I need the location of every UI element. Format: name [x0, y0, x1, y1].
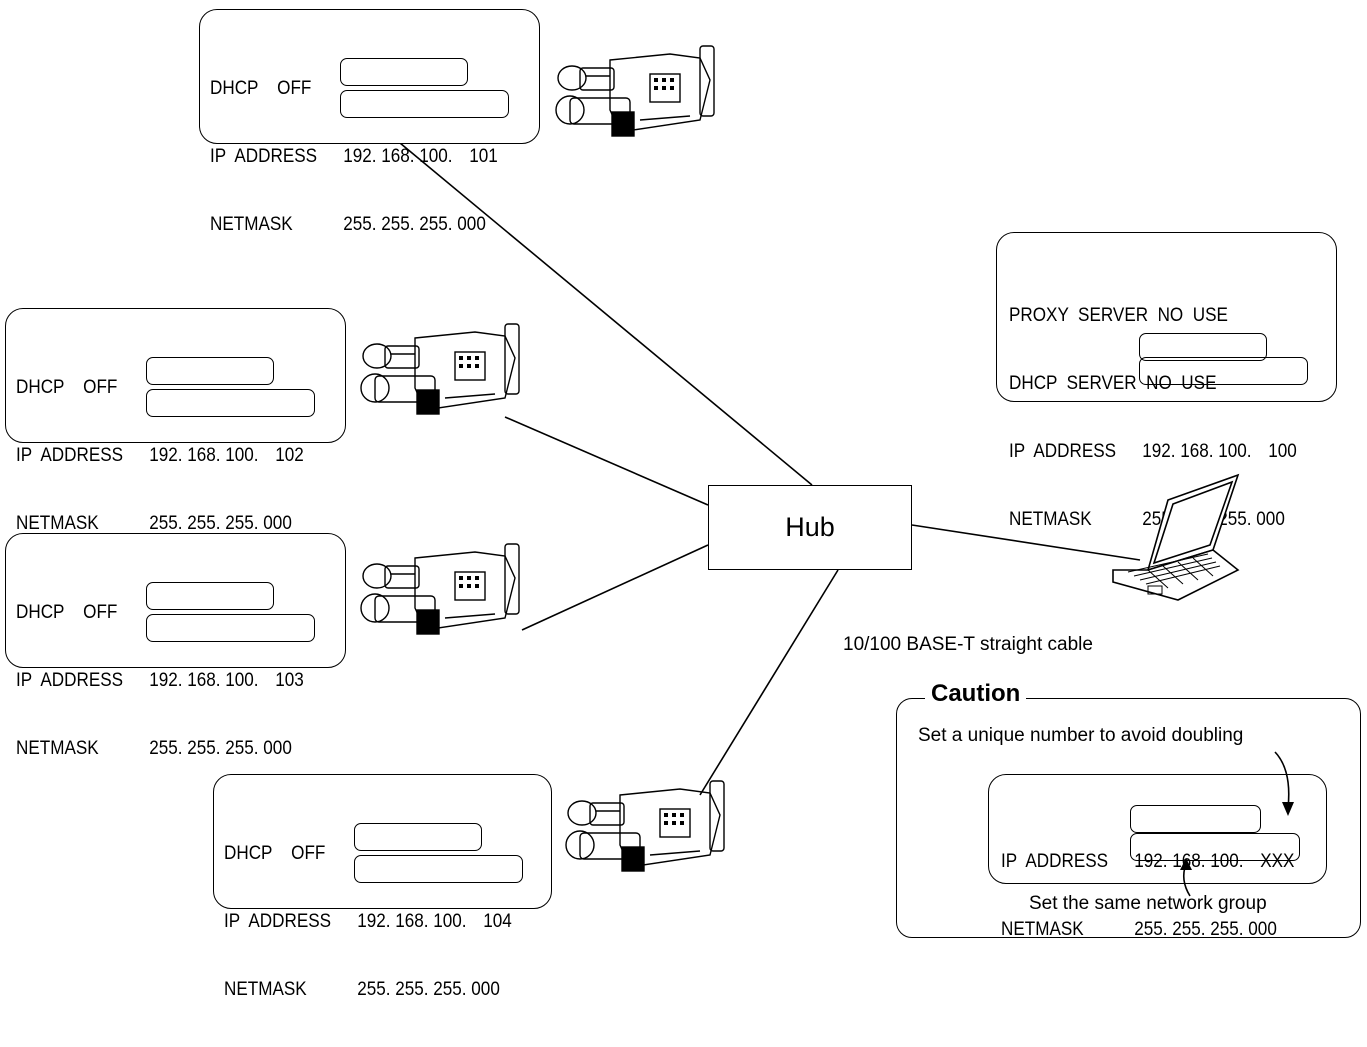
dhcp-server-setting: DHCP SERVER NO USE	[1009, 373, 1217, 394]
camcorder-icon	[555, 45, 715, 137]
arrow-head	[1180, 858, 1192, 870]
camcorder-icon	[360, 323, 520, 415]
cable-camera-101	[399, 142, 813, 486]
cable-camera-102	[504, 416, 709, 506]
ip-suffix: XXX	[1260, 851, 1295, 872]
ip-address-label: IP ADDRESS	[16, 670, 124, 691]
netmask-value: 255. 255. 255. 000	[343, 214, 486, 235]
camera-103-settings-box: DHCP OFF IP ADDRESS 192. 168. 100. 103 N…	[5, 533, 346, 759]
ip-suffix: 100	[1268, 441, 1297, 462]
netmask-label: NETMASK	[16, 513, 99, 534]
network-group-note: Set the same network group	[1029, 893, 1267, 914]
netmask-label: NETMASK	[210, 214, 293, 235]
ip-prefix-frame	[1139, 333, 1267, 361]
netmask-value: 255. 255. 255. 000	[357, 979, 500, 1000]
ip-prefix: 192. 168. 100.	[149, 670, 259, 691]
ip-address-label: IP ADDRESS	[1001, 851, 1109, 872]
ip-address-label: IP ADDRESS	[16, 445, 124, 466]
ip-prefix: 192. 168. 100.	[1142, 441, 1252, 462]
dhcp-setting: DHCP OFF	[16, 602, 118, 623]
unique-number-note: Set a unique number to avoid doubling	[918, 725, 1244, 746]
ip-suffix: 104	[483, 911, 512, 932]
ip-prefix: 192. 168. 100.	[357, 911, 467, 932]
cable-label: 10/100 BASE-T straight cable	[843, 634, 1093, 655]
dhcp-setting: DHCP OFF	[210, 78, 312, 99]
camcorder-icon	[565, 780, 725, 872]
netmask-frame	[354, 855, 523, 883]
ip-suffix: 102	[275, 445, 304, 466]
laptop-icon	[1112, 473, 1240, 601]
cable-camera-104	[699, 569, 839, 796]
dhcp-setting: DHCP OFF	[16, 377, 118, 398]
ip-prefix-frame	[354, 823, 482, 851]
ip-prefix: 192. 168. 100.	[343, 146, 453, 167]
netmask-frame	[146, 614, 315, 642]
netmask-label: NETMASK	[1009, 509, 1092, 530]
netmask-value: 255. 255. 255. 000	[149, 513, 292, 534]
ip-address-label: IP ADDRESS	[224, 911, 332, 932]
camcorder-icon	[360, 543, 520, 635]
arrow-head	[1282, 802, 1294, 816]
netmask-frame	[340, 90, 509, 118]
hub: Hub	[708, 485, 912, 570]
cable-laptop	[911, 524, 1141, 561]
dhcp-setting: DHCP OFF	[224, 843, 326, 864]
proxy-server-setting: PROXY SERVER NO USE	[1009, 305, 1228, 326]
netmask-label: NETMASK	[224, 979, 307, 1000]
ip-prefix: 192. 168. 100.	[149, 445, 259, 466]
ip-address-label: IP ADDRESS	[210, 146, 318, 167]
ip-prefix-frame	[1130, 805, 1261, 833]
netmask-frame	[1139, 357, 1308, 385]
ip-address-label: IP ADDRESS	[1009, 441, 1117, 462]
ip-prefix-frame	[146, 582, 274, 610]
caution-arrows	[1180, 751, 1294, 897]
caution-title: Caution	[925, 680, 1027, 708]
ip-prefix-frame	[340, 58, 468, 86]
ip-prefix: 192. 168. 100.	[1134, 851, 1244, 872]
camera-101-settings-box: DHCP OFF IP ADDRESS 192. 168. 100. 101 N…	[199, 9, 540, 235]
netmask-value: 255. 255. 255. 000	[149, 738, 292, 759]
cable-camera-103	[521, 544, 709, 631]
netmask-frame	[146, 389, 315, 417]
hub-label: Hub	[785, 512, 835, 542]
camera-104-settings-box: DHCP OFF IP ADDRESS 192. 168. 100. 104 N…	[213, 774, 552, 1000]
ip-prefix-frame	[146, 357, 274, 385]
connection-lines	[399, 142, 1141, 796]
arrow-to-ip-suffix	[1274, 751, 1290, 809]
netmask-frame	[1130, 833, 1300, 861]
ip-suffix: 103	[275, 670, 304, 691]
netmask-label: NETMASK	[16, 738, 99, 759]
ip-suffix: 101	[469, 146, 498, 167]
pc-settings-box: PROXY SERVER NO USE DHCP SERVER NO USE I…	[996, 232, 1337, 530]
camera-102-settings-box: DHCP OFF IP ADDRESS 192. 168. 100. 102 N…	[5, 308, 346, 534]
